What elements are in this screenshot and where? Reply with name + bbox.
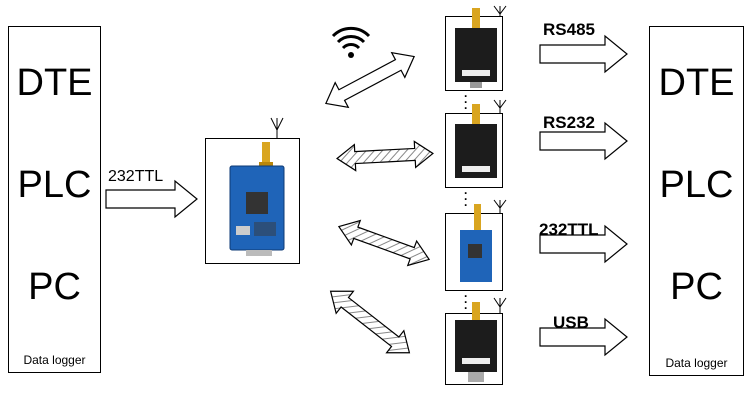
input-interface-label: 232TTL <box>108 168 164 185</box>
interface-label-rs485: RS485 <box>543 20 595 39</box>
left-label-plc: PLC <box>17 164 92 206</box>
separator-dots: ··· <box>464 289 468 315</box>
right-label-dte: DTE <box>658 62 735 104</box>
device-module-rs232 <box>455 104 497 178</box>
left-caption: Data logger <box>23 353 86 367</box>
output-arrow-usb <box>539 317 628 357</box>
interface-label-232ttl: 232TTL <box>539 220 599 239</box>
right-data-logger-panel: DTE PLC PC Data logger <box>649 26 744 376</box>
wifi-icon <box>331 26 371 58</box>
antenna-icon <box>270 5 507 313</box>
right-caption: Data logger <box>665 356 728 370</box>
device-module-usb <box>455 302 497 382</box>
output-arrow-rs232 <box>539 121 628 161</box>
center-module-image <box>229 142 285 256</box>
left-data-logger-panel: DTE PLC PC Data logger <box>8 26 101 373</box>
device-module-rs485 <box>455 8 497 88</box>
input-arrow <box>105 179 198 219</box>
output-arrow-rs485 <box>539 34 628 74</box>
wireless-arrow-rs485 <box>324 51 416 109</box>
interface-label-rs232: RS232 <box>543 113 595 132</box>
wireless-arrow-232ttl <box>337 219 431 267</box>
separator-dots: ··· <box>464 89 468 115</box>
output-arrow-232ttl <box>539 224 628 264</box>
right-label-plc: PLC <box>659 164 734 206</box>
left-label-dte: DTE <box>16 62 93 104</box>
separator-dots: ··· <box>464 186 468 212</box>
right-label-pc: PC <box>670 266 723 308</box>
left-label-pc: PC <box>28 266 81 308</box>
wireless-arrow-rs232 <box>336 140 434 172</box>
interface-label-usb: USB <box>553 313 589 332</box>
wireless-arrow-usb <box>329 290 411 354</box>
device-module-232ttl <box>460 204 492 282</box>
